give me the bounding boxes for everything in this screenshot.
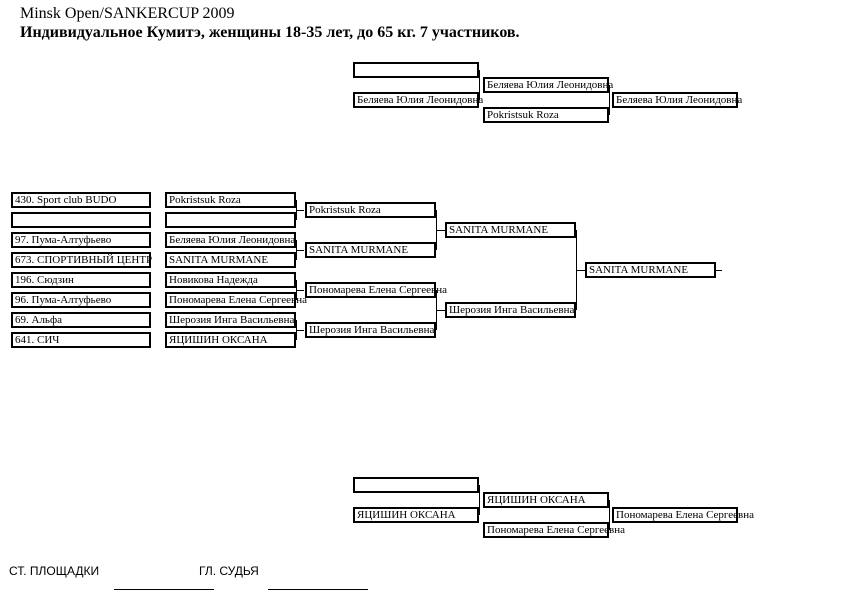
club-cell: 673. СПОРТИВНЫЙ ЦЕНТР (11, 252, 152, 268)
bracket-line (296, 250, 304, 251)
repechage-top-r1-b: Беляева Юлия Леонидовна (353, 92, 483, 108)
bracket-line (296, 330, 304, 331)
chief-judge-label: ГЛ. СУДЬЯ (199, 564, 259, 578)
bracket-line (436, 310, 445, 311)
repechage-bottom-r2-b: Пономарева Елена Сергеевна (483, 522, 625, 538)
round1-cell: Шерозия Инга Васильевна (165, 312, 296, 328)
round2-cell: Pokristsuk Roza (305, 202, 436, 218)
bracket-line (436, 230, 445, 231)
repechage-top-r1-a (353, 62, 479, 78)
semi-cell: Шерозия Инга Васильевна (445, 302, 576, 318)
round1-cell (165, 212, 296, 228)
bracket-line (296, 210, 304, 211)
event-title: Minsk Open/SANKERCUP 2009 (20, 5, 235, 22)
chief-area-signature-line (114, 589, 214, 590)
club-cell: 641. СИЧ (11, 332, 151, 348)
bracket-line (609, 500, 610, 530)
chief-area-label: СТ. ПЛОЩАДКИ (9, 564, 100, 578)
club-cell: 69. Альфа (11, 312, 151, 328)
club-cell (11, 212, 151, 228)
repechage-bottom-r1-b: ЯЦИШИН ОКСАНА (353, 507, 479, 523)
repechage-top-result: Беляева Юлия Леонидовна (612, 92, 742, 108)
repechage-top-r2-a: Беляева Юлия Леонидовна (483, 77, 613, 93)
round1-cell: Пономарева Елена Сергеевна (165, 292, 307, 308)
round1-cell: Новикова Надежда (165, 272, 296, 288)
event-subtitle: Индивидуальное Кумитэ, женщины 18-35 лет… (20, 24, 520, 41)
round2-cell: Шерозия Инга Васильевна (305, 322, 436, 338)
bracket-line (576, 270, 585, 271)
bracket-line (479, 485, 480, 515)
bracket-line (716, 270, 722, 271)
club-cell: 196. Сюдзин (11, 272, 151, 288)
repechage-bottom-result: Пономарева Елена Сергеевна (612, 507, 754, 523)
club-cell: 97. Пума-Алтуфьево (11, 232, 151, 248)
round1-cell: SANITA MURMANE (165, 252, 296, 268)
bracket-line (479, 70, 480, 100)
repechage-top-r2-b: Pokristsuk Roza (483, 107, 609, 123)
club-cell: 430. Sport club BUDO (11, 192, 151, 208)
round2-cell: SANITA MURMANE (305, 242, 436, 258)
bracket-line (296, 290, 304, 291)
chief-judge-signature-line (268, 589, 368, 590)
repechage-bottom-r2-a: ЯЦИШИН ОКСАНА (483, 492, 609, 508)
bracket-line (609, 85, 610, 115)
repechage-bottom-r1-a (353, 477, 479, 493)
round1-cell: ЯЦИШИН ОКСАНА (165, 332, 296, 348)
club-cell: 96. Пума-Алтуфьево (11, 292, 151, 308)
semi-cell: SANITA MURMANE (445, 222, 576, 238)
final-cell: SANITA MURMANE (585, 262, 716, 278)
round1-cell: Pokristsuk Roza (165, 192, 296, 208)
round2-cell: Пономарева Елена Сергеевна (305, 282, 447, 298)
round1-cell: Беляева Юлия Леонидовна (165, 232, 296, 248)
